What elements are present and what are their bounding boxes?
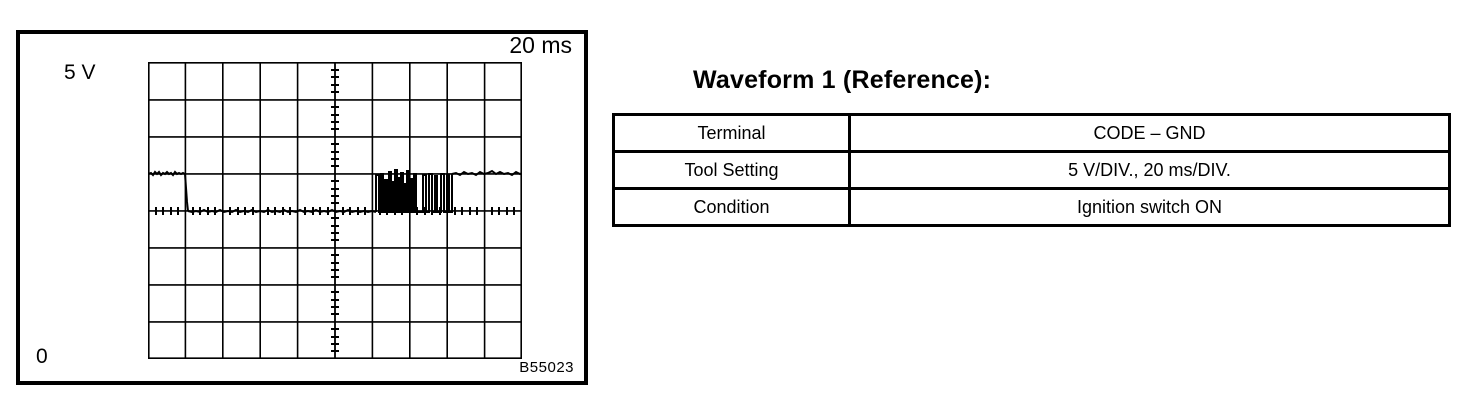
signal-trace	[148, 169, 522, 214]
zero-baseline-label: 0	[36, 345, 48, 368]
table-row: Condition Ignition switch ON	[612, 187, 1451, 227]
vertical-scale-label: 5 V	[64, 61, 96, 84]
time-scale-label: 20 ms	[509, 32, 572, 58]
waveform-plot	[148, 62, 522, 359]
figure-code-label: B55023	[519, 359, 574, 376]
table-row: Tool Setting 5 V/DIV., 20 ms/DIV.	[612, 150, 1451, 190]
page-title: Waveform 1 (Reference):	[693, 66, 992, 94]
oscilloscope-graticule	[148, 62, 522, 359]
waveform-spec-table: Terminal CODE – GND Tool Setting 5 V/DIV…	[612, 113, 1451, 227]
spec-label-condition: Condition	[612, 187, 851, 227]
spec-value-condition: Ignition switch ON	[848, 187, 1451, 227]
spec-label-tool-setting: Tool Setting	[612, 150, 851, 190]
vertical-axis-ticks	[331, 69, 339, 352]
spec-value-tool-setting: 5 V/DIV., 20 ms/DIV.	[848, 150, 1451, 190]
spec-value-terminal: CODE – GND	[848, 113, 1451, 153]
spec-label-terminal: Terminal	[612, 113, 851, 153]
table-row: Terminal CODE – GND	[612, 113, 1451, 153]
oscilloscope-panel: 5 V 0 20 ms B55023	[16, 30, 588, 385]
